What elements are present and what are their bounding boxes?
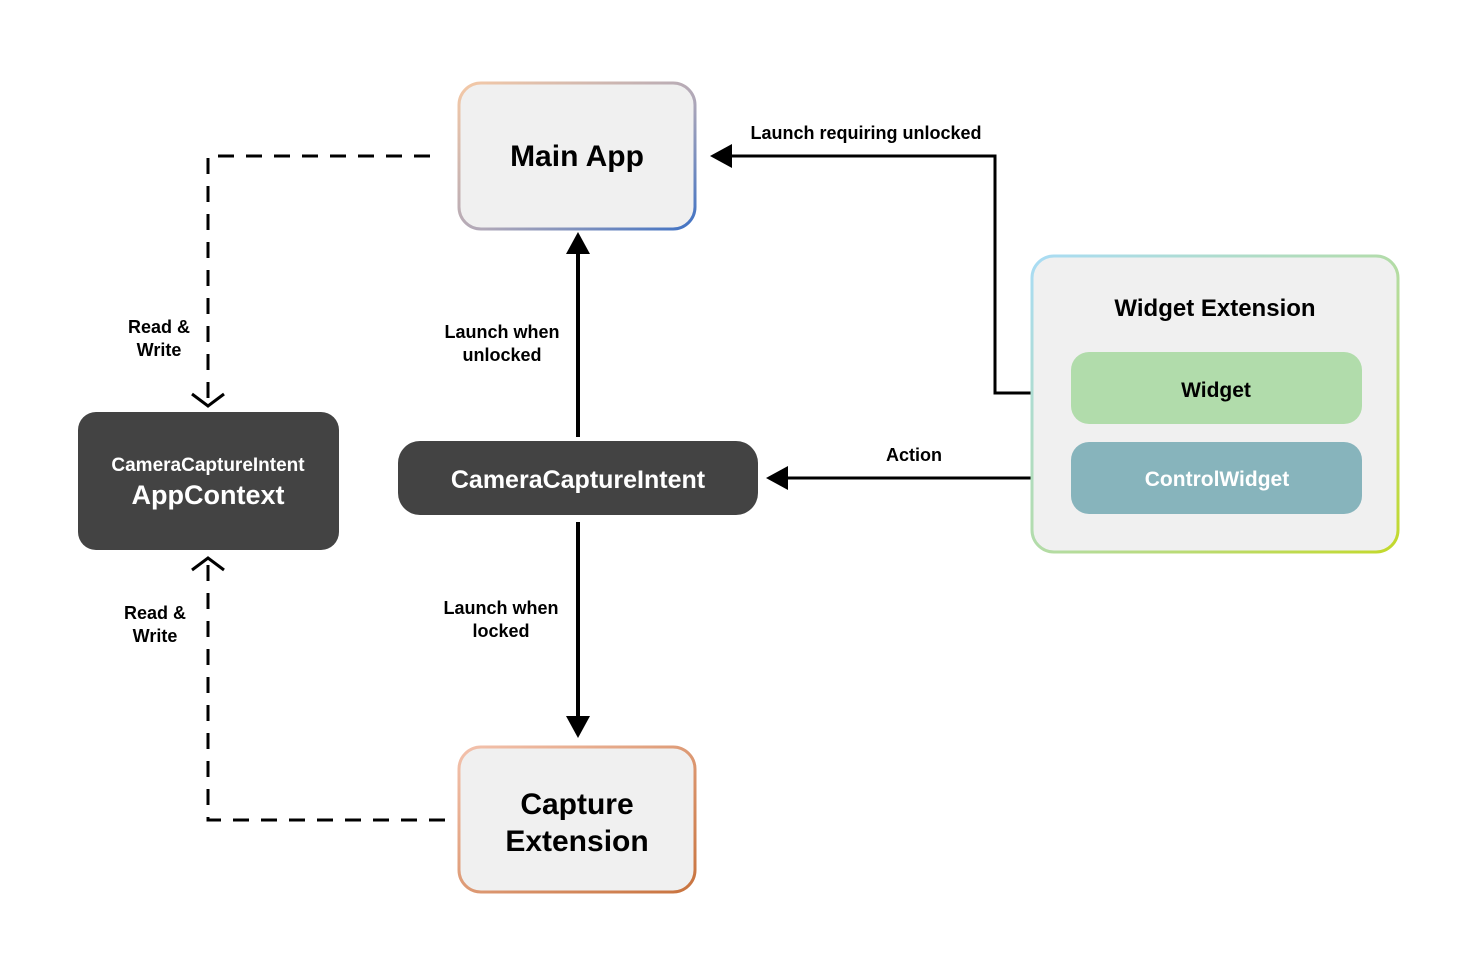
capture-extension-node[interactable]: Capture Extension — [457, 745, 697, 894]
camera-capture-intent-node[interactable]: CameraCaptureIntent — [398, 441, 758, 515]
main-app-label: Main App — [510, 140, 644, 173]
widget-extension-title: Widget Extension — [1114, 295, 1315, 322]
read-write-bottom-label-line1: Read & — [124, 603, 186, 623]
app-context-label-line1: CameraCaptureIntent — [111, 455, 305, 476]
camera-capture-intent-label: CameraCaptureIntent — [451, 466, 706, 494]
read-write-bottom-label-line2: Write — [133, 626, 178, 646]
main-app-node[interactable]: Main App — [457, 81, 697, 231]
launch-when-unlocked-label-line2: unlocked — [462, 345, 541, 365]
read-write-top-label-line1: Read & — [128, 317, 190, 337]
launch-when-locked-label-line1: Launch when — [443, 598, 558, 618]
launch-when-unlocked-label-line1: Launch when — [444, 322, 559, 342]
read-write-bottom-connector — [191, 556, 445, 822]
app-context-node[interactable]: CameraCaptureIntent AppContext — [78, 412, 339, 550]
launch-when-unlocked-arrow — [566, 232, 590, 437]
read-write-top-connector — [191, 154, 430, 408]
capture-extension-label-line1: Capture — [520, 788, 633, 821]
read-write-top-label-line2: Write — [137, 340, 182, 360]
control-widget-node[interactable]: ControlWidget — [1071, 442, 1362, 514]
action-arrow — [766, 466, 1068, 490]
app-context-label-line2: AppContext — [132, 480, 285, 510]
launch-when-locked-arrow — [566, 522, 590, 738]
widget-node[interactable]: Widget — [1071, 352, 1362, 424]
launch-requiring-unlocked-arrow — [710, 144, 1068, 395]
launch-requiring-unlocked-label: Launch requiring unlocked — [750, 123, 981, 143]
widget-extension-group: Widget Extension Widget ControlWidget — [1030, 254, 1400, 554]
capture-extension-label-line2: Extension — [505, 825, 648, 858]
widget-label: Widget — [1181, 379, 1251, 402]
launch-when-locked-label-line2: locked — [472, 621, 529, 641]
action-label: Action — [886, 445, 942, 465]
control-widget-label: ControlWidget — [1145, 468, 1289, 491]
